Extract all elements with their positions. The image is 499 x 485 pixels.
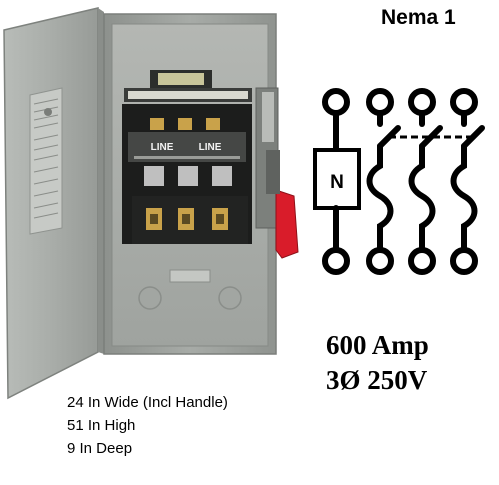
enclosure-rating-title: Nema 1 <box>381 6 456 29</box>
dimension-width: 24 In Wide (Incl Handle) <box>67 394 228 411</box>
disconnect-switch-photo: LINE LINE <box>3 7 299 400</box>
enclosure-door <box>3 7 104 400</box>
amperage-rating: 600 Amp <box>326 330 429 360</box>
neutral-label: N <box>330 172 344 193</box>
line-label-right: LINE <box>199 142 222 153</box>
operating-handle <box>255 87 299 259</box>
dimension-height: 51 In High <box>67 417 136 434</box>
dimensions-list: 24 In Wide (Incl Handle) 51 In High 9 In… <box>67 391 228 460</box>
switch-schematic: N <box>313 88 485 275</box>
switch-mechanism: LINE LINE <box>122 70 252 244</box>
dimension-depth: 9 In Deep <box>67 440 133 457</box>
voltage-rating: 3Ø 250V <box>326 365 428 395</box>
line-label-left: LINE <box>151 142 174 153</box>
